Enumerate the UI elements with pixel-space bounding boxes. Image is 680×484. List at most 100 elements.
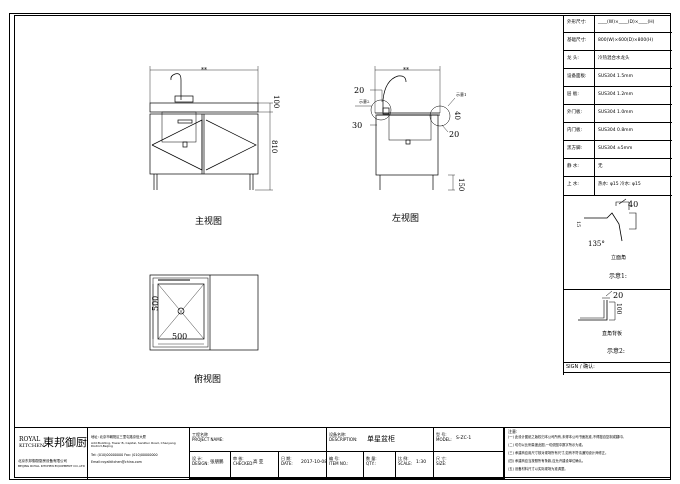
spec-row: 设备面板: SUS304 1.5mm [564,69,672,87]
views-drawing: ** 100 810 主视图 20 30 40 20 150 示意2 示意1 *… [149,66,467,385]
top-dim-depth: 500 [151,296,160,311]
address-cell: 地址: 北京市朝阳区三里屯路京信大厦 Add:Building, Tower B… [88,428,190,479]
note-line: (二) 切勿以比例量度此图,一切依图中数字所示为准。 [508,443,586,447]
scale-cell-label: 比 例: SCALE: [398,456,413,467]
description-cell-label: 设备名称: DESCRIPTION: [329,432,358,443]
note-line: (三) 承建商应用尺寸核对现场所有尺寸,如有不符请通知设计师修正。 [508,451,609,455]
qty-cell: 数 量: QTY.: [364,452,396,479]
detail-1-angle: 135° [588,240,605,248]
project-name-cell: 工程名称 PROJECT NAME: [190,428,327,452]
logo-cell: ROYAL KITCHEN 東邦御厨 北京东邦御厨厨房设备有限公司 BEIJIN… [14,428,88,479]
divider [594,51,595,68]
spec-value: SUS304 0.8mm [598,128,633,133]
notes-title: 注意: [508,429,518,434]
qty-cell-label: 数 量: QTY.: [366,456,377,467]
checked-cell-value: 高 亚 [253,460,264,465]
spec-value: 冷热混合水龙头 [598,56,630,61]
model-cell: 型 号: MODEL: S-ZC-1 [434,428,504,452]
brand-en-1: ROYAL [19,436,41,443]
side-view [355,66,456,191]
detail-2-dim-top: 20 [613,291,623,300]
tel: Tel: (010)00000000 Fax: (010)00000000 [91,453,158,457]
sign-row: SIGN / 确认: [563,362,671,373]
spec-row: 层 板: SUS304 1.2mm [564,87,672,105]
description-cell-value: 单星盆柜 [367,435,395,443]
inner-frame [14,15,671,478]
divider [594,141,595,158]
spec-label: 外形尺寸: [567,20,587,25]
front-top-dim: 100 [272,95,280,108]
detail-1-caption: 示意1: [609,272,627,280]
spec-label: 龙 头: [567,56,579,61]
spec-row: 静 水: 无 [564,159,672,177]
divider [594,123,595,140]
spec-row: 基础尺寸: 800(W)×600(D)×800(H) [564,33,672,51]
model-cell-value: S-ZC-1 [456,436,472,441]
detail-1: 40 15 135° 立面角 示意1: [563,195,671,290]
date-cell-value: 2017-10-08 [301,460,328,465]
top-dim-width: 500 [172,332,187,341]
detail-2-sub: 直角背板 [602,330,622,337]
top-view-title: 俯视图 [194,373,221,385]
spec-label: 基础尺寸: [567,38,587,43]
detail-2-drawing: 20 100 直角背板 示意2: [578,290,625,355]
front-view-title: 主视图 [195,215,222,227]
item-no-cell: 编 号: ITEM NO.: [327,452,364,479]
top-view [149,274,259,351]
scale-cell: 比 例: SCALE:1:30 [396,452,434,479]
spec-label: 外门板: [567,110,583,115]
company-en: BEIJING ROYAL KITCHEN EQUIPMENT CO.,LTD [18,464,85,468]
detail-1-drawing: 40 15 135° 立面角 示意1: [575,198,638,280]
spec-value: SUS304 1.2mm [598,92,633,97]
front-view [149,66,273,191]
spec-label: 层 板: [567,92,579,97]
side-dim-40: 40 [453,111,461,120]
divider [594,33,595,50]
spec-value: SUS304 1.0mm [598,110,633,115]
date-cell: 日 期: DATE:2017-10-08 [279,452,327,479]
address-en: Add:Building, Tower B, Capital, Sanlitun… [91,441,176,448]
side-dim-20-top: 20 [354,86,364,95]
spec-value: ____(W)×____(D)×____(H) [598,20,655,25]
brand-en-2: KITCHEN [19,443,45,449]
side-width-dim: ** [403,67,409,74]
sign-label: SIGN / 确认: [566,364,595,370]
spec-row: 龙 头: 冷热混合水龙头 [564,51,672,69]
item-no-cell-label: 编 号: ITEM NO.: [329,456,349,467]
spec-label: 设备面板: [567,74,587,79]
design-cell-label: 设 计: DESIGN: [192,456,209,467]
side-dim-leg: 150 [457,178,465,191]
company-cn: 北京东邦御厨厨房设备有限公司 [18,459,67,463]
brand-logo: 東邦御厨 [43,436,87,449]
notes-cell: 注意: (一) 此设计图纸之版权归本公司所有,未得本公司书面批准,不得擅自复制或… [504,428,671,479]
spec-value: 无 [598,164,603,169]
checked-cell-label: 审 核: CHECKED: [233,456,254,467]
note-line: (一) 此设计图纸之版权归本公司所有,未得本公司书面批准,不得擅自复制或翻印。 [508,435,626,439]
detail-1-dim-side: 15 [575,221,581,227]
spec-row: 外门板: SUS304 1.0mm [564,105,672,123]
note-line: (五) 设备材料尺寸以实际现场为准调整。 [508,467,568,471]
detail-1-sub: 立面角 [611,254,626,261]
spec-value: SUS304 1.5mm [598,74,633,79]
side-callout-2: 示意2 [359,98,370,104]
email: Email:royalkitchen@china.com [91,460,142,464]
divider [594,15,595,32]
divider [594,177,595,195]
detail-2: 20 100 直角背板 示意2: [563,289,671,363]
detail-2-caption: 示意2: [607,347,625,355]
detail-2-dim-side: 100 [615,303,622,315]
side-callout-1: 示意1 [456,91,467,97]
design-cell: 设 计: DESIGN:张朋鹏 [190,452,231,479]
model-cell-label: 型 号: MODEL: [436,432,452,443]
spec-value: SUS304 ±5mm [598,146,633,151]
spec-label: 黑方脚: [567,146,583,151]
spec-label: 内门板: [567,128,583,133]
side-view-title: 左视图 [392,212,419,224]
spec-value: 800(W)×600(D)×800(H) [598,38,654,43]
divider [594,87,595,104]
title-block: ROYAL KITCHEN 東邦御厨 北京东邦御厨厨房设备有限公司 BEIJIN… [14,427,671,479]
side-dim-20-right: 20 [449,130,459,139]
description-cell: 设备名称: DESCRIPTION: 单星盆柜 [327,428,434,452]
divider [594,105,595,122]
front-height-dim: 810 [270,140,278,153]
